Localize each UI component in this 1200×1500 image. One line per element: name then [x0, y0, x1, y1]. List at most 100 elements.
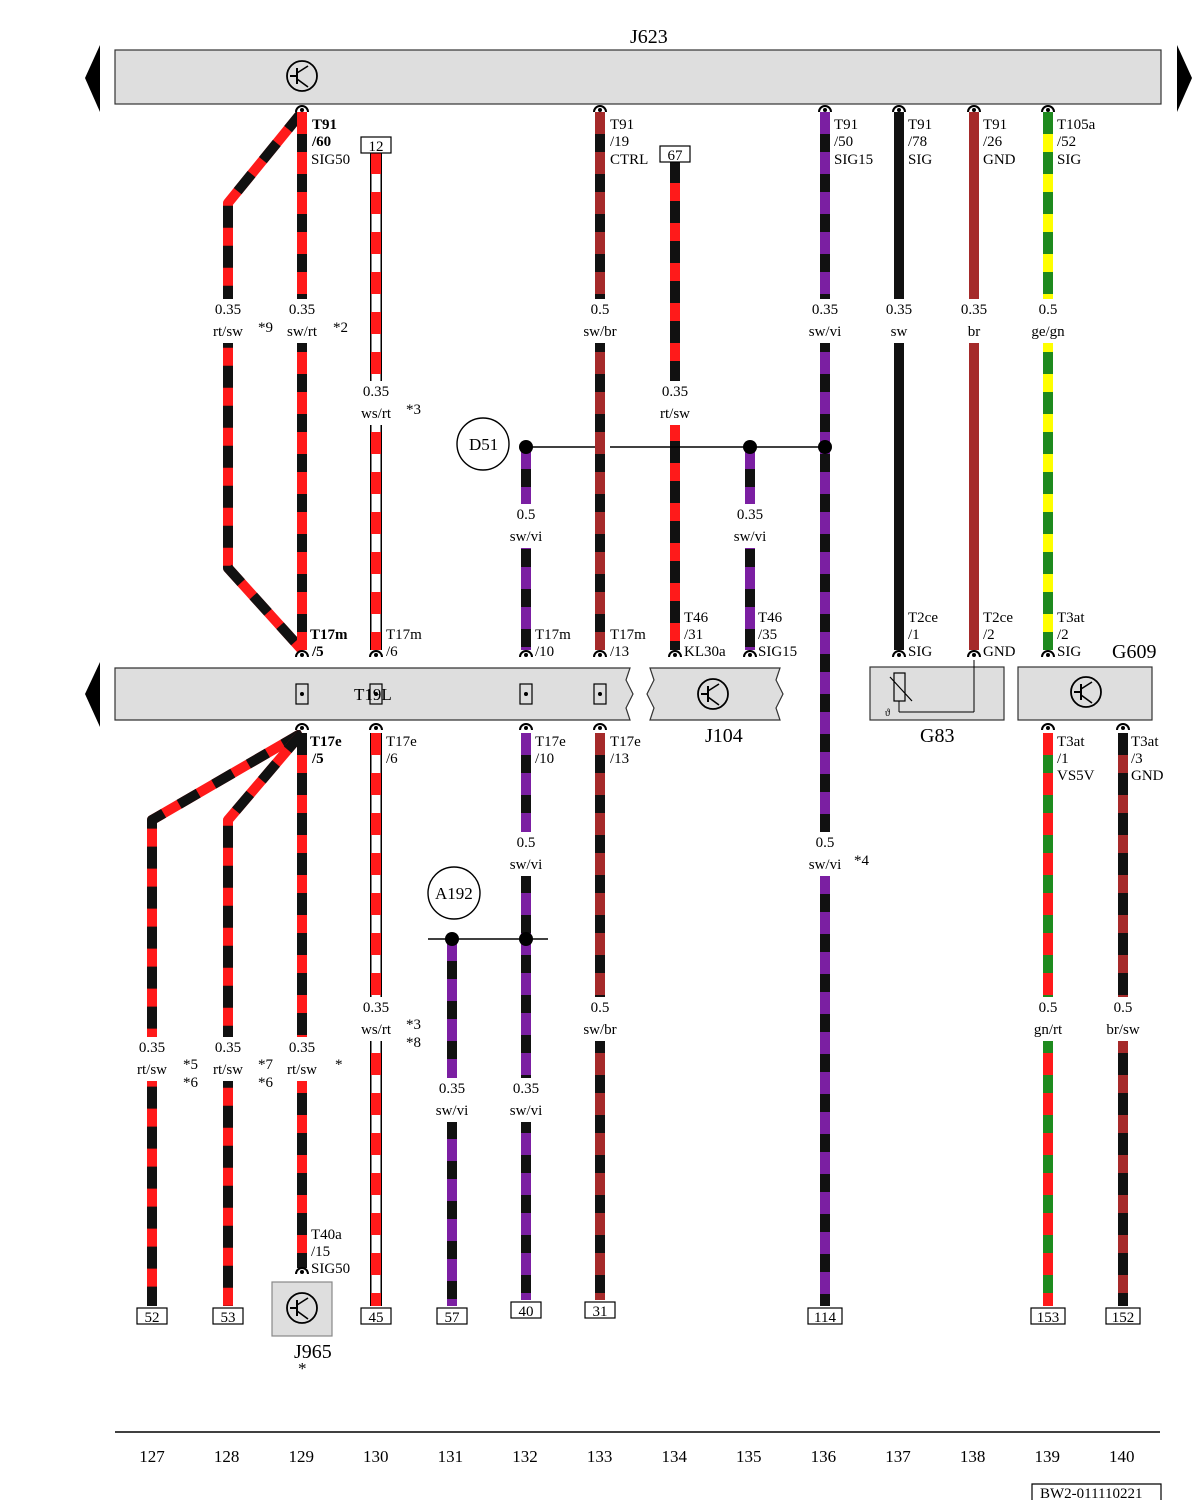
svg-text:/13: /13 [610, 751, 629, 767]
left-arrow-icon [85, 45, 100, 112]
svg-text:/13: /13 [610, 644, 629, 660]
connector-pin-icon [295, 1267, 309, 1275]
wire-color-code: sw/vi [510, 1103, 543, 1119]
svg-text:T105a: T105a [1057, 117, 1096, 133]
connector-pin-icon [1116, 723, 1130, 731]
g609-label: G609 [1112, 641, 1156, 663]
footnote: *6 [258, 1075, 274, 1091]
svg-text:KL30a: KL30a [684, 644, 726, 660]
connector-pin-icon [295, 723, 309, 731]
svg-text:T40a: T40a [311, 1227, 342, 1243]
column-number: 139 [1034, 1447, 1060, 1466]
connector-t3at-3: T3at /3 GND [1131, 734, 1164, 784]
svg-text:T17m: T17m [610, 627, 646, 643]
column-number: 132 [512, 1447, 538, 1466]
j623-label: J623 [630, 26, 668, 48]
connector-t17e-13: T17e /13 [610, 734, 641, 767]
wire-gauge: 0.35 [139, 1040, 165, 1056]
connector-pin-icon [1041, 723, 1055, 731]
column-number: 129 [288, 1447, 314, 1466]
terminal-number: 53 [221, 1310, 236, 1326]
svg-text:/52: /52 [1057, 134, 1076, 150]
column-number: 128 [214, 1447, 240, 1466]
svg-text:/10: /10 [535, 751, 554, 767]
connector-pin-icon [593, 105, 607, 113]
column-number: 137 [885, 1447, 911, 1466]
wire-color-code: sw [891, 324, 908, 340]
wire-color-code: gn/rt [1034, 1022, 1063, 1038]
fuse-icon [369, 683, 383, 705]
fuse-icon [295, 683, 309, 705]
connector-pin-icon [967, 105, 981, 113]
connector-t40a-15: T40a /15 SIG50 [311, 1227, 350, 1277]
splice-a192: A192 [427, 866, 548, 946]
svg-text:T2ce: T2ce [983, 610, 1013, 626]
svg-text:/6: /6 [386, 751, 398, 767]
terminal-number: 153 [1037, 1310, 1060, 1326]
wire-gauge: 0.35 [513, 1081, 539, 1097]
g83-sensor-module [869, 666, 1005, 721]
terminal-box: 40 [510, 1301, 542, 1320]
svg-text:T17m: T17m [386, 627, 422, 643]
terminal-box: 31 [584, 1301, 616, 1320]
wire-gauge: 0.35 [737, 507, 763, 523]
wire-gauge: 0.35 [439, 1081, 465, 1097]
footnote: *9 [258, 320, 273, 336]
connector-pin-icon [593, 723, 607, 731]
column-number: 135 [736, 1447, 762, 1466]
wire-gauge: 0.5 [517, 507, 536, 523]
wire-label: 0.35 sw [875, 299, 923, 343]
wire-color-code: sw/br [583, 1022, 616, 1038]
svg-text:/26: /26 [983, 134, 1003, 150]
left-arrow-icon [85, 662, 100, 727]
wire-color-code: sw/vi [510, 529, 543, 545]
connector-t17m-13: T17m /13 [610, 627, 646, 660]
wire-label: 0.5 sw/vi [502, 504, 550, 548]
connector-pin-icon [892, 650, 906, 658]
terminal-box: 153 [1030, 1307, 1066, 1326]
wire-127 [147, 728, 305, 1306]
wire-color-code: rt/sw [660, 406, 690, 422]
fuse-icon [593, 683, 607, 705]
svg-text:/35: /35 [758, 627, 777, 643]
connector-t17m-6: T17m /6 [386, 627, 422, 660]
right-arrow-icon [1177, 45, 1192, 112]
j965-label: J965 [294, 1341, 332, 1363]
terminal-number: 45 [369, 1310, 384, 1326]
connector-pin-icon [593, 650, 607, 658]
footnote: *6 [183, 1075, 199, 1091]
footnote: *7 [258, 1057, 274, 1073]
wire-label: 0.35 sw/vi [428, 1078, 476, 1122]
svg-text:/5: /5 [311, 751, 324, 767]
column-number: 133 [587, 1447, 613, 1466]
wire-gauge: 0.35 [961, 302, 987, 318]
wire-gauge: 0.5 [1039, 302, 1058, 318]
svg-text:T17m: T17m [535, 627, 571, 643]
connector-pin-icon [892, 105, 906, 113]
svg-text:/3: /3 [1131, 751, 1143, 767]
j965-module [271, 1281, 333, 1337]
transistor-icon [286, 1292, 318, 1324]
wire-gauge: 0.35 [886, 302, 912, 318]
terminal-number: 12 [369, 139, 384, 155]
wire-label: 0.35 sw/vi [502, 1078, 550, 1122]
svg-text:T17e: T17e [610, 734, 641, 750]
wire-gauge: 0.5 [816, 835, 835, 851]
wire-color-code: sw/vi [436, 1103, 469, 1119]
connector-pin-icon [295, 105, 309, 113]
terminal-number: 67 [668, 148, 684, 164]
wire-gauge: 0.5 [517, 835, 536, 851]
connector-t105a-52: T105a /52 SIG [1057, 117, 1096, 168]
wire-label: 0.5gn/rt [1024, 997, 1072, 1041]
svg-text:T17m: T17m [310, 627, 348, 643]
svg-text:/2: /2 [983, 627, 995, 643]
svg-text:/19: /19 [610, 134, 629, 150]
terminal-box: 114 [807, 1307, 843, 1326]
j104-label: J104 [705, 725, 743, 747]
svg-text:T91: T91 [610, 117, 634, 133]
connector-pin-icon [1041, 105, 1055, 113]
